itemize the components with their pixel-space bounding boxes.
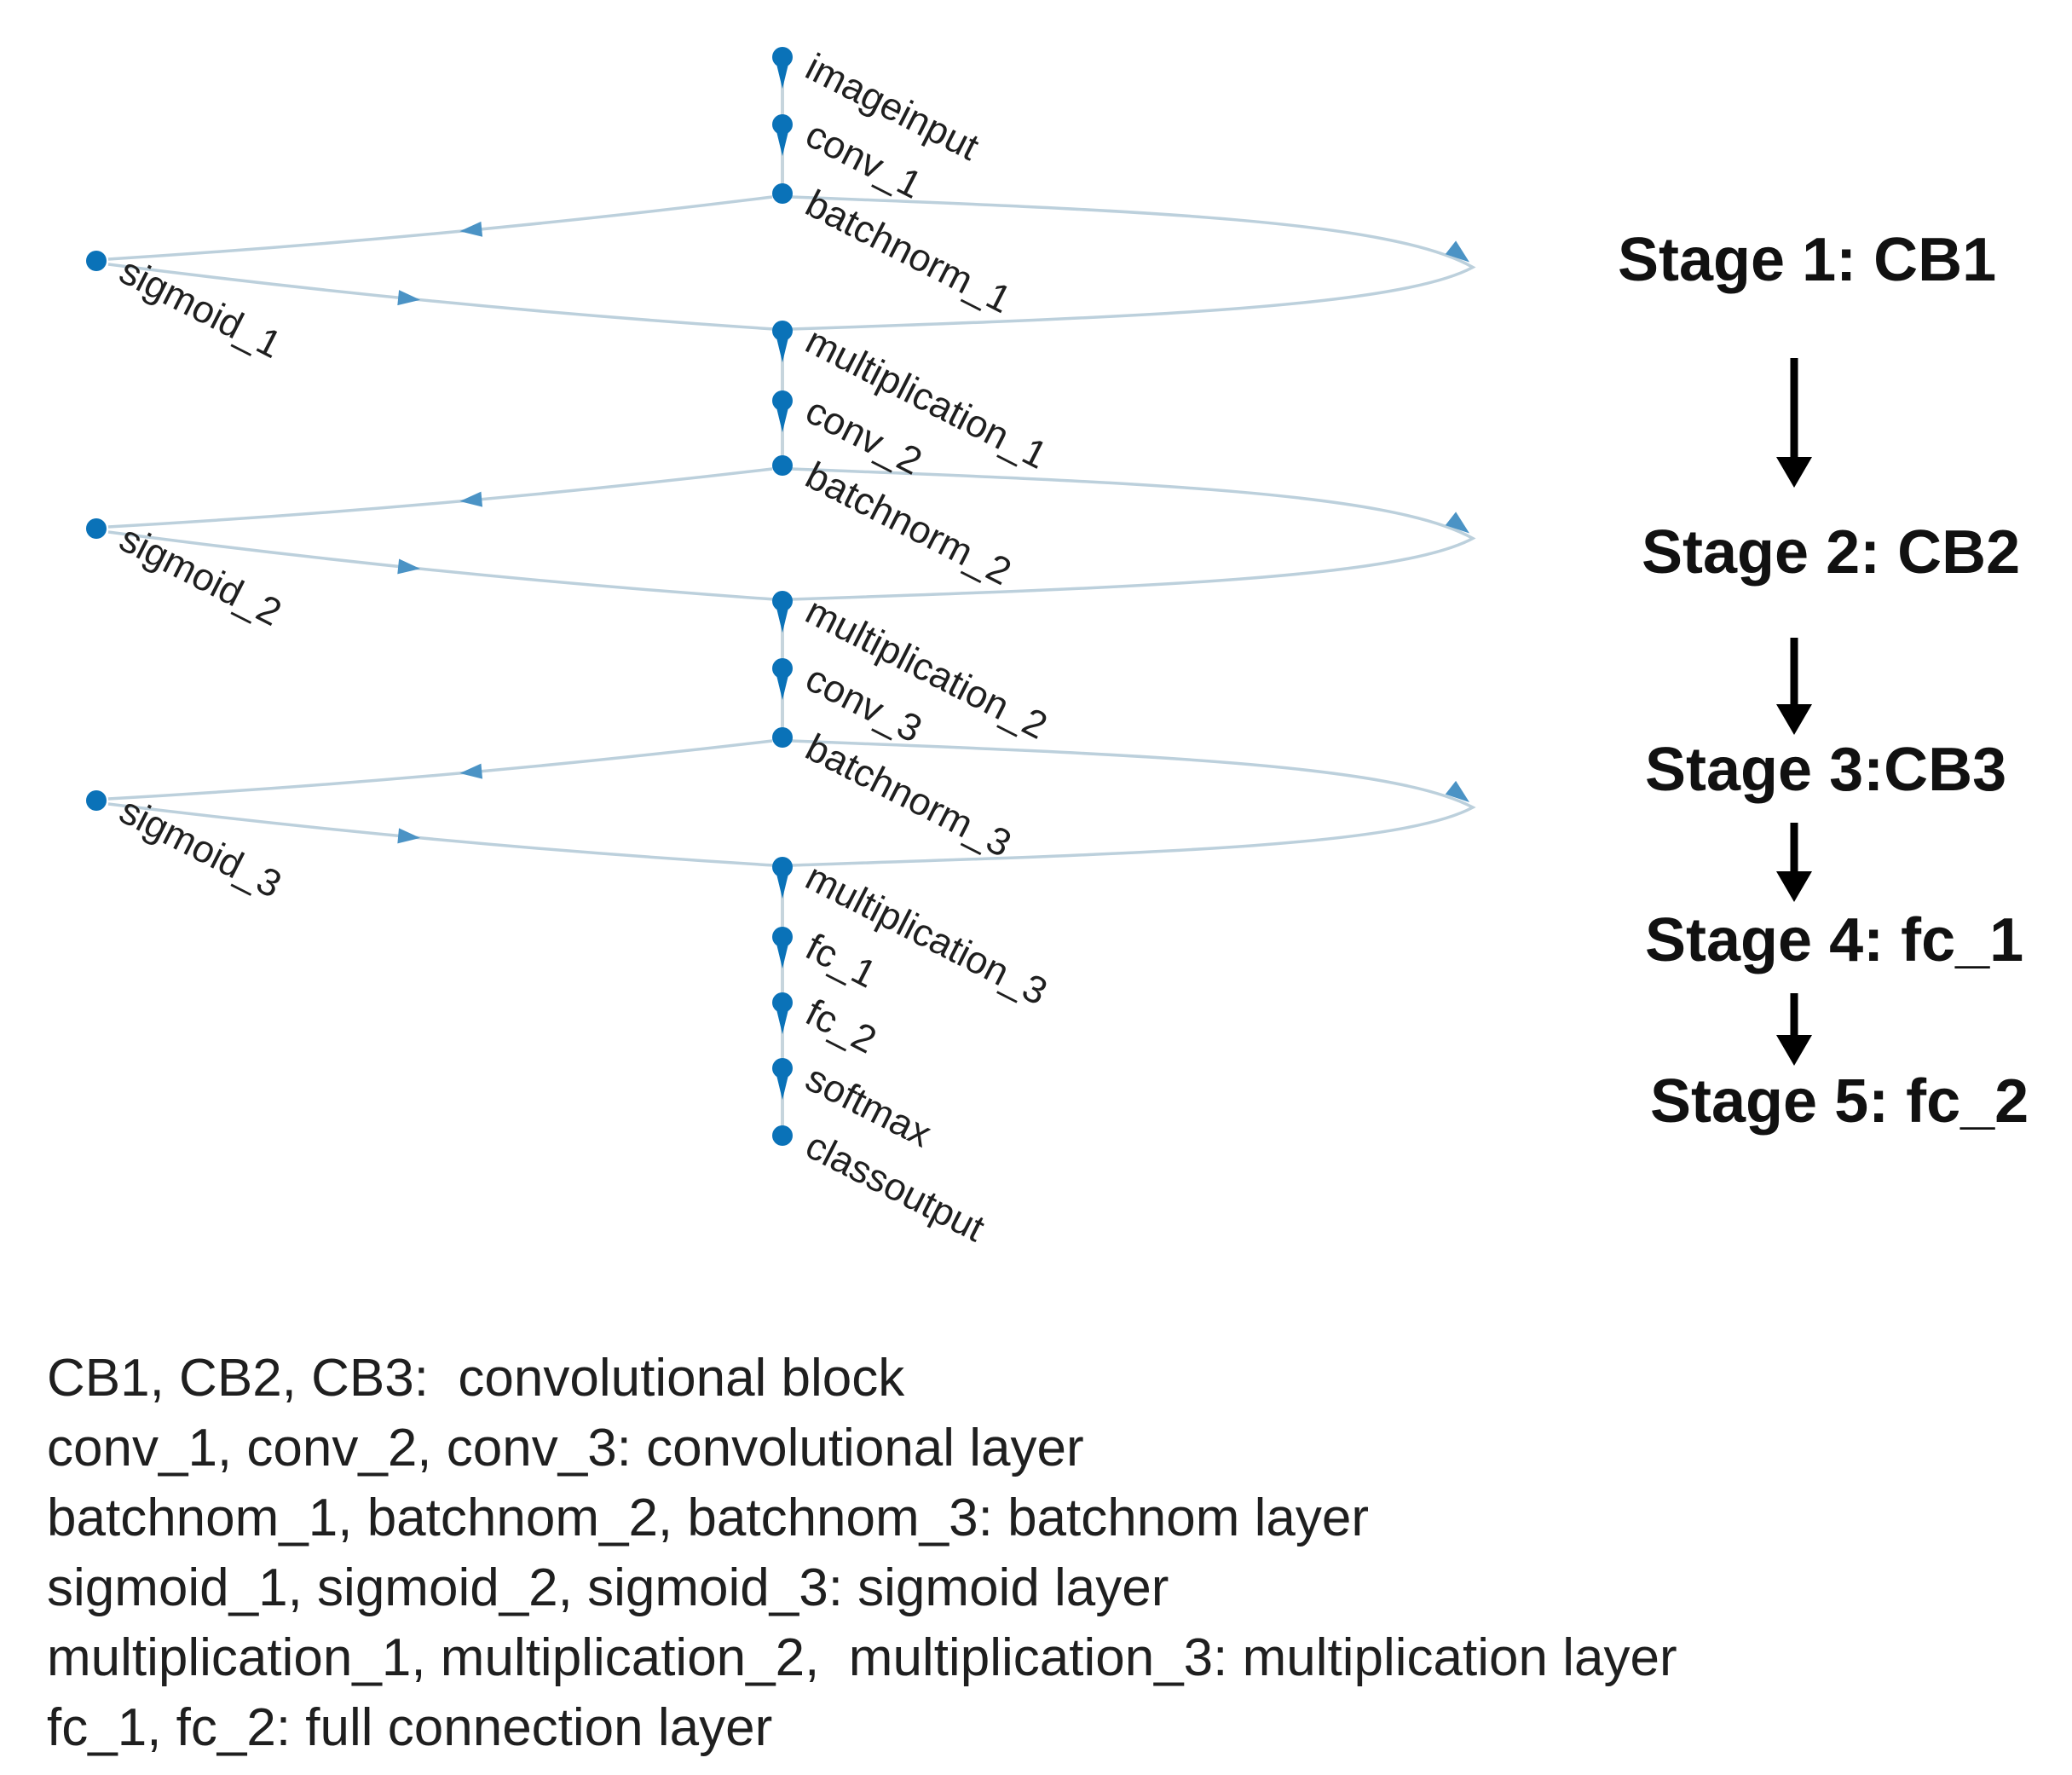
node-multiplication_2 — [772, 591, 793, 611]
stage-label-5: Stage 5: fc_2 — [1650, 1067, 2029, 1136]
legend-line-6: fc_1, fc_2: full connection layer — [47, 1698, 773, 1757]
legend-line-5: multiplication_1, multiplication_2, mult… — [47, 1628, 1677, 1687]
node-batchnorm_3 — [772, 727, 793, 748]
legend-line-1: CB1, CB2, CB3: convolutional block — [47, 1349, 905, 1408]
edge-batchnorm_1-to-sigmoid_1 — [107, 195, 773, 261]
node-sigmoid_3 — [86, 790, 107, 811]
node-tail-conv_3 — [776, 672, 789, 700]
node-tail-fc_1 — [776, 940, 789, 968]
edge-batchnorm_3-to-sigmoid_3 — [107, 739, 773, 801]
arrowhead-sigmoid_3-to-multiplication_3 — [397, 828, 421, 844]
legend-line-4: sigmoid_1, sigmoid_2, sigmoid_3: sigmoid… — [47, 1558, 1169, 1617]
node-tail-conv_1 — [776, 128, 789, 156]
legend-line-2: conv_1, conv_2, conv_3: convolutional la… — [47, 1419, 1084, 1477]
loop-edge-batchnorm_1-to-multiplication_1 — [790, 195, 1476, 331]
node-conv_2 — [772, 390, 793, 411]
loop-arrowhead-multiplication_2 — [1445, 512, 1469, 534]
node-label-sigmoid_1: sigmoid_1 — [113, 248, 288, 367]
stage-label-1: Stage 1: CB1 — [1618, 226, 1997, 294]
legend-block: CB1, CB2, CB3: convolutional block conv_1… — [47, 1344, 1677, 1763]
node-multiplication_1 — [772, 321, 793, 341]
node-fc_2 — [772, 992, 793, 1013]
stage-arrow-head-2 — [1776, 704, 1812, 735]
stage-label-4: Stage 4: fc_1 — [1645, 906, 2024, 974]
stage-arrow-head-1 — [1776, 457, 1812, 488]
node-tail-multiplication_3 — [776, 870, 789, 899]
node-sigmoid_1 — [86, 251, 107, 271]
arrowhead-batchnorm_3-to-sigmoid_3 — [459, 763, 483, 779]
arrowhead-batchnorm_2-to-sigmoid_2 — [459, 491, 483, 507]
edge-sigmoid_1-to-multiplication_1 — [107, 263, 775, 331]
node-label-fc_2: fc_2 — [799, 990, 883, 1061]
stage-label-3: Stage 3:CB3 — [1645, 736, 2007, 804]
arrowhead-batchnorm_1-to-sigmoid_1 — [459, 221, 483, 237]
node-multiplication_3 — [772, 857, 793, 877]
stage-arrow-head-4 — [1776, 1035, 1812, 1066]
node-softmax — [772, 1058, 793, 1078]
arrowhead-sigmoid_1-to-multiplication_1 — [397, 290, 421, 306]
node-tail-imageinput — [776, 61, 789, 89]
edge-sigmoid_3-to-multiplication_3 — [107, 802, 775, 867]
node-fc_1 — [772, 927, 793, 947]
node-tail-multiplication_2 — [776, 604, 789, 633]
node-tail-multiplication_1 — [776, 334, 789, 362]
loop-edge-batchnorm_2-to-multiplication_2 — [790, 467, 1476, 601]
node-conv_1 — [772, 114, 793, 135]
arrowhead-sigmoid_2-to-multiplication_2 — [397, 558, 421, 575]
loop-arrowhead-multiplication_1 — [1445, 240, 1469, 263]
node-label-fc_1: fc_1 — [799, 924, 883, 996]
edge-sigmoid_2-to-multiplication_2 — [107, 530, 775, 601]
node-label-sigmoid_3: sigmoid_3 — [113, 788, 288, 906]
node-batchnorm_2 — [772, 455, 793, 476]
node-imageinput — [772, 47, 793, 67]
node-batchnorm_1 — [772, 183, 793, 204]
stage-label-2: Stage 2: CB2 — [1642, 518, 2021, 587]
loop-edge-batchnorm_3-to-multiplication_3 — [790, 739, 1476, 867]
legend-line-3: batchnom_1, batchnom_2, batchnom_3: batc… — [47, 1489, 1369, 1547]
stage-arrow-head-3 — [1776, 871, 1812, 902]
loop-arrowhead-multiplication_3 — [1445, 780, 1469, 802]
node-tail-fc_2 — [776, 1006, 789, 1034]
node-classoutput — [772, 1125, 793, 1146]
node-sigmoid_2 — [86, 518, 107, 539]
node-tail-softmax — [776, 1072, 789, 1100]
edge-batchnorm_2-to-sigmoid_2 — [107, 467, 773, 529]
node-conv_3 — [772, 658, 793, 679]
node-tail-conv_2 — [776, 404, 789, 432]
node-label-sigmoid_2: sigmoid_2 — [113, 516, 288, 634]
